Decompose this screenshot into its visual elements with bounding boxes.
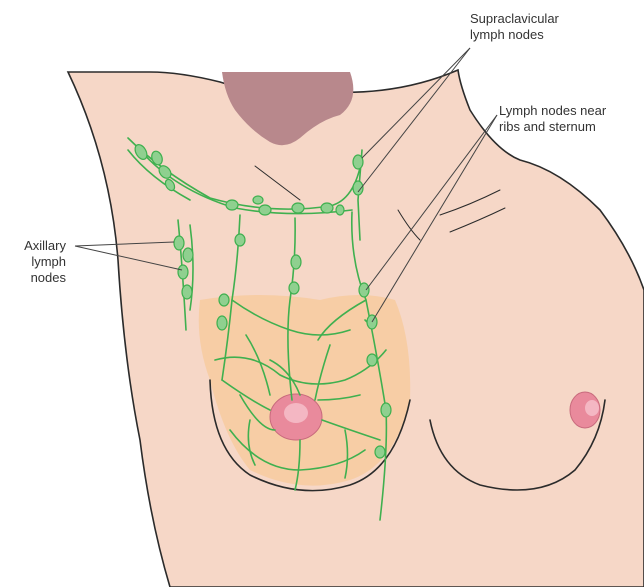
- lymph-node: [182, 285, 192, 299]
- lymph-node: [183, 248, 193, 262]
- axillary-label: Axillary lymph nodes: [10, 238, 66, 286]
- axillary-label-line-3: nodes: [10, 270, 66, 286]
- left-nipple: [284, 403, 308, 423]
- lymph-node: [174, 236, 184, 250]
- lymph-node: [375, 446, 385, 458]
- lymph-node: [292, 203, 304, 213]
- ribs-sternum-label: Lymph nodes near ribs and sternum: [499, 103, 606, 135]
- lymph-node: [291, 255, 301, 269]
- lymph-node: [219, 294, 229, 306]
- ribs-sternum-label-line-2: ribs and sternum: [499, 119, 606, 135]
- lymph-node: [359, 283, 369, 297]
- lymph-node: [253, 196, 263, 204]
- lymph-node: [226, 200, 238, 210]
- lymph-node: [336, 205, 344, 215]
- lymph-node: [353, 155, 363, 169]
- ribs-sternum-label-line-1: Lymph nodes near: [499, 103, 606, 119]
- axillary-label-line-2: lymph: [10, 254, 66, 270]
- axillary-label-line-1: Axillary: [10, 238, 66, 254]
- lymph-node: [381, 403, 391, 417]
- lymph-node: [217, 316, 227, 330]
- supraclavicular-label: Supraclavicular lymph nodes: [470, 11, 559, 43]
- lymph-node: [321, 203, 333, 213]
- lymph-node: [367, 354, 377, 366]
- supraclavicular-label-line-1: Supraclavicular: [470, 11, 559, 27]
- lymph-node: [235, 234, 245, 246]
- lymph-node: [259, 205, 271, 215]
- lymph-node: [289, 282, 299, 294]
- lymph-node: [178, 265, 188, 279]
- supraclavicular-label-line-2: lymph nodes: [470, 27, 559, 43]
- right-nipple: [585, 400, 599, 416]
